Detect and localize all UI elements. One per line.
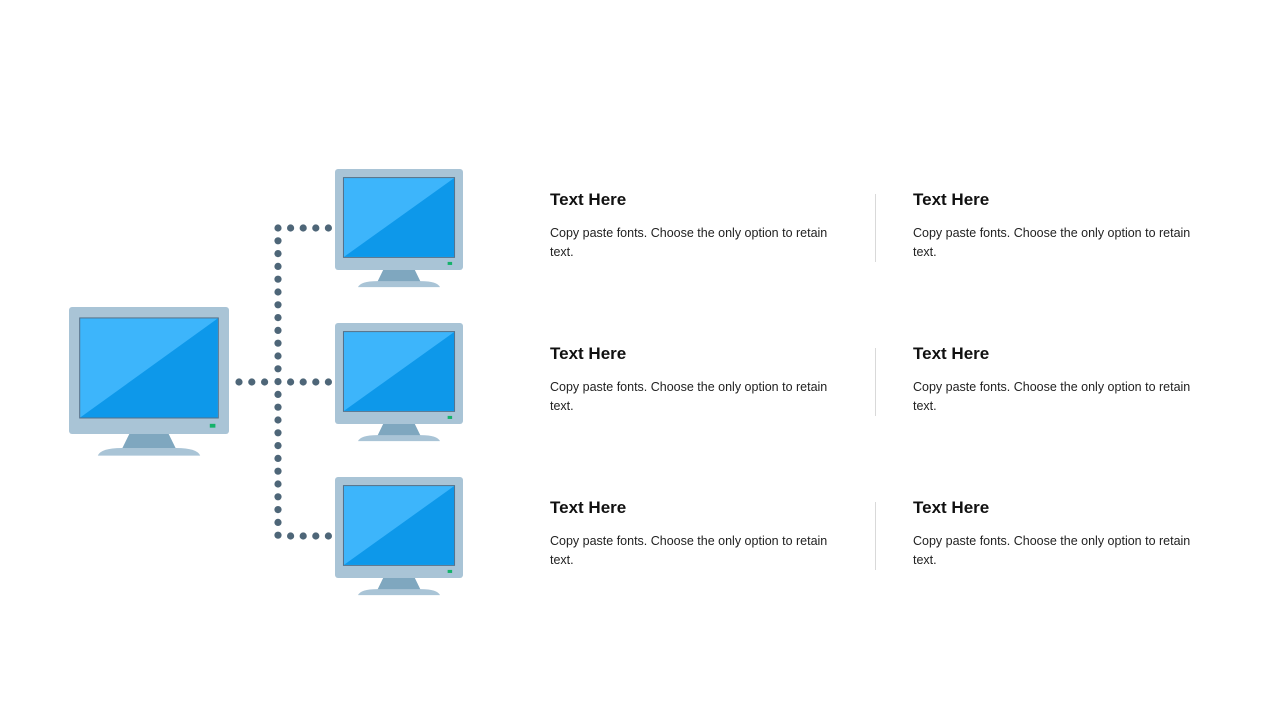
text-block-r3-left: Text Here Copy paste fonts. Choose the o… xyxy=(550,498,840,570)
text-block-r2-right: Text Here Copy paste fonts. Choose the o… xyxy=(913,344,1203,416)
column-divider xyxy=(875,348,876,416)
power-led xyxy=(447,415,453,419)
text-block-r1-right: Text Here Copy paste fonts. Choose the o… xyxy=(913,190,1203,262)
block-title: Text Here xyxy=(550,344,627,363)
client-monitor-icon-2 xyxy=(335,323,463,442)
main-monitor-icon xyxy=(69,307,229,456)
block-title: Text Here xyxy=(550,190,627,209)
connector-dot xyxy=(274,250,282,258)
connector-dot xyxy=(274,301,282,309)
connector-dot xyxy=(274,403,282,411)
power-led xyxy=(447,569,453,573)
block-body: Copy paste fonts. Choose the only option… xyxy=(550,380,828,413)
monitor-screen-shade xyxy=(343,332,455,411)
text-block-r1-left: Text Here Copy paste fonts. Choose the o… xyxy=(550,190,840,262)
block-body: Copy paste fonts. Choose the only option… xyxy=(550,534,828,567)
connector-dot xyxy=(274,339,282,347)
connector-dot xyxy=(274,237,282,245)
connector-dot xyxy=(274,224,282,232)
monitor-base xyxy=(358,435,440,442)
connector-dot xyxy=(299,378,307,386)
connector-dot xyxy=(312,532,320,540)
monitor-screen-shade xyxy=(343,178,455,257)
block-title: Text Here xyxy=(913,344,990,363)
connector-dot xyxy=(324,378,332,386)
connector-dot xyxy=(274,416,282,424)
connector-dot xyxy=(274,480,282,488)
connector-dot xyxy=(287,224,295,232)
connector-dot xyxy=(287,378,295,386)
connector-dot xyxy=(274,352,282,360)
monitor-stand xyxy=(377,423,421,437)
connector-dot xyxy=(274,275,282,283)
connector-dot xyxy=(274,518,282,527)
client-monitor-icon-1 xyxy=(335,169,463,288)
connector-dot xyxy=(274,314,282,322)
connector-dot xyxy=(274,262,282,270)
monitor-base xyxy=(358,281,440,288)
connector-dot xyxy=(274,454,282,462)
connector-dot xyxy=(248,378,256,386)
connector-dot xyxy=(312,224,320,232)
text-block-r2-left: Text Here Copy paste fonts. Choose the o… xyxy=(550,344,840,416)
monitor-base xyxy=(358,589,440,596)
connector-dot xyxy=(299,224,307,232)
connector-dot xyxy=(274,378,282,386)
block-body: Copy paste fonts. Choose the only option… xyxy=(913,380,1191,413)
client-monitor-icon-3 xyxy=(335,477,463,596)
connector-dot xyxy=(274,429,282,437)
connector-dot xyxy=(261,378,269,386)
connector-dot xyxy=(312,378,320,386)
connector-dot xyxy=(274,326,282,334)
block-title: Text Here xyxy=(913,190,990,209)
column-divider xyxy=(875,502,876,570)
connector-dot xyxy=(299,532,307,540)
connector-dot xyxy=(324,224,332,232)
connector-dot xyxy=(274,531,282,539)
monitor-stand xyxy=(121,433,177,450)
dotted-connectors xyxy=(235,224,332,540)
connector-dot xyxy=(274,493,282,501)
connector-dot xyxy=(274,467,282,475)
text-block-r3-right: Text Here Copy paste fonts. Choose the o… xyxy=(913,498,1203,570)
connector-dot xyxy=(274,442,282,450)
connector-dot xyxy=(274,390,282,398)
block-body: Copy paste fonts. Choose the only option… xyxy=(913,534,1191,567)
connector-dot xyxy=(235,378,243,386)
monitor-screen-shade xyxy=(343,486,455,565)
connector-dot xyxy=(274,506,282,514)
block-body: Copy paste fonts. Choose the only option… xyxy=(913,226,1191,259)
connector-dot xyxy=(324,532,332,540)
column-divider xyxy=(875,194,876,262)
block-title: Text Here xyxy=(913,498,990,517)
connector-dot xyxy=(274,365,282,373)
connector-dot xyxy=(287,532,295,540)
monitor-stand xyxy=(377,577,421,591)
block-title: Text Here xyxy=(550,498,627,517)
connector-dot xyxy=(274,288,282,296)
monitor-screen-shade xyxy=(80,318,218,418)
monitor-stand xyxy=(377,269,421,283)
power-led xyxy=(209,423,216,428)
block-body: Copy paste fonts. Choose the only option… xyxy=(550,226,828,259)
power-led xyxy=(447,261,453,265)
monitor-base xyxy=(97,447,201,456)
monitors xyxy=(69,169,463,596)
